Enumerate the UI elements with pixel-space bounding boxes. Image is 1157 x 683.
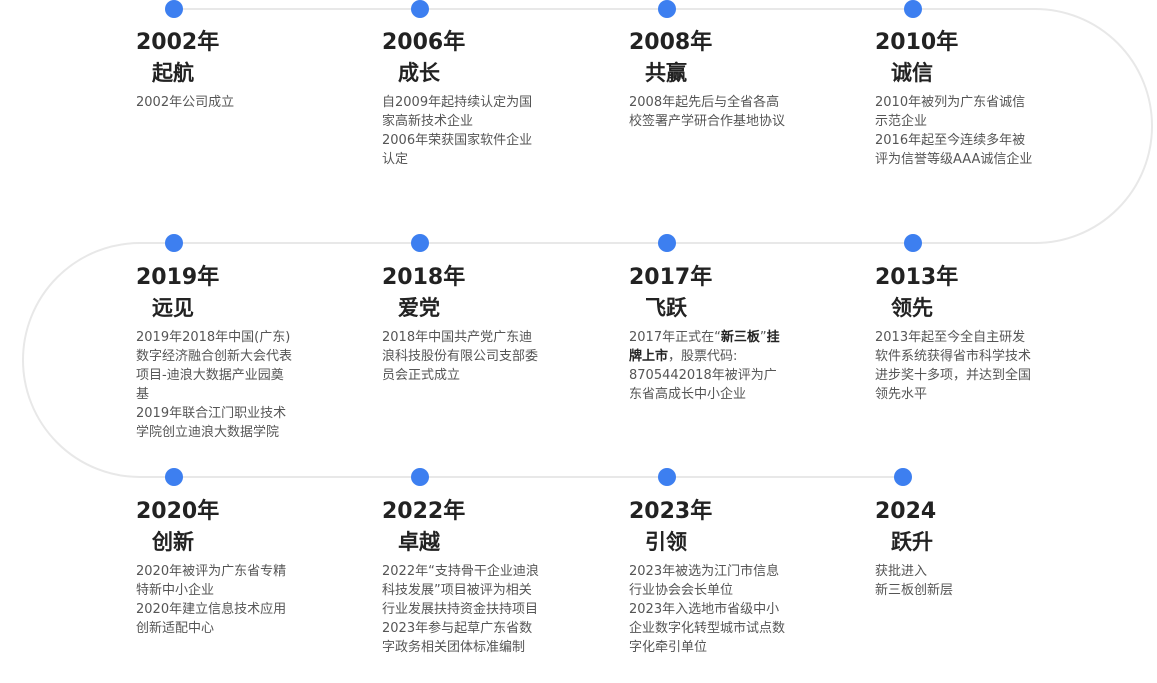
description-line: 2019年联合江门职业技术学院创立迪浪大数据学院 [136, 406, 287, 440]
milestone-year: 2017年 [629, 265, 713, 290]
milestone-title: 诚信 [891, 61, 933, 85]
milestone-title: 引领 [645, 530, 687, 554]
milestone-year: 2006年 [382, 30, 466, 55]
timeline-dot [658, 234, 676, 252]
milestone-description: 自2009年起持续认定为国家高新技术企业 2006年荣获国家软件企业认定 [382, 93, 542, 169]
description-line: 2023年被选为江门市信息行业协会会长单位 [629, 564, 780, 598]
timeline-dot [658, 0, 676, 18]
milestone-year: 2022年 [382, 499, 466, 524]
description-line: 2008年起先后与全省各高校签署产学研合作基地协议 [629, 95, 786, 129]
milestone-description: 2010年被列为广东省诚信示范企业 2016年起至今连续多年被评为信誉等级AAA… [875, 93, 1035, 169]
description-line: 2002年公司成立 [136, 95, 235, 110]
milestone-title: 卓越 [398, 530, 440, 554]
highlight-text: 新三板 [720, 330, 760, 345]
milestone-year: 2024 [875, 499, 937, 524]
timeline-dot [894, 468, 912, 486]
timeline-dot [165, 468, 183, 486]
description-line: 自2009年起持续认定为国家高新技术企业 [382, 95, 533, 129]
milestone-title: 爱党 [398, 296, 440, 320]
timeline-dot [904, 0, 922, 18]
description-line: 2019年2018年中国(广东)数字经济融合创新大会代表项目-迪浪大数据产业园奠… [136, 330, 293, 402]
description-line: 2017年正式在“新三板”挂牌上市，股票代码: 8705442018年被评为广东… [629, 330, 780, 402]
milestone-title: 成长 [398, 61, 440, 85]
timeline-dots [165, 0, 922, 486]
milestone-description: 2022年“支持骨干企业迪浪科技发展”项目被评为相关行业发展扶持资金扶持项目20… [382, 562, 542, 657]
milestone-description: 获批进入 新三板创新层 [875, 562, 1035, 600]
milestone-year: 2002年 [136, 30, 220, 55]
description-line: 2010年被列为广东省诚信示范企业 [875, 95, 1026, 129]
milestone-description: 2019年2018年中国(广东)数字经济融合创新大会代表项目-迪浪大数据产业园奠… [136, 328, 296, 442]
milestone-description: 2023年被选为江门市信息行业协会会长单位 2023年入选地市省级中小企业数字化… [629, 562, 789, 657]
timeline-dot [165, 234, 183, 252]
timeline-dot [411, 0, 429, 18]
milestone-year: 2013年 [875, 265, 959, 290]
milestone-description: 2008年起先后与全省各高校签署产学研合作基地协议 [629, 93, 789, 131]
milestone-title: 飞跃 [645, 296, 687, 320]
description-line: 2020年建立信息技术应用创新适配中心 [136, 602, 287, 636]
milestone-year: 2008年 [629, 30, 713, 55]
timeline-dot [165, 0, 183, 18]
milestone-title: 起航 [152, 61, 194, 85]
timeline-dot [658, 468, 676, 486]
description-line: 新三板创新层 [875, 583, 954, 598]
milestone-year: 2018年 [382, 265, 466, 290]
description-line: 获批进入 [875, 564, 928, 579]
description-line: 2022年“支持骨干企业迪浪科技发展”项目被评为相关行业发展扶持资金扶持项目20… [382, 564, 539, 655]
milestone-title: 创新 [152, 530, 194, 554]
description-line: 2023年入选地市省级中小企业数字化转型城市试点数字化牵引单位 [629, 602, 786, 655]
milestone-year: 2020年 [136, 499, 220, 524]
highlight-text: 挂牌上市 [629, 330, 780, 364]
description-line: 2006年荣获国家软件企业认定 [382, 133, 533, 167]
description-line: 2013年起至今全自主研发软件系统获得省市科学技术进步奖十多项，并达到全国领先水… [875, 330, 1032, 402]
milestone-title: 跃升 [891, 530, 933, 554]
milestone-description: 2002年公司成立 [136, 93, 296, 112]
milestone-description: 2013年起至今全自主研发软件系统获得省市科学技术进步奖十多项，并达到全国领先水… [875, 328, 1035, 404]
milestone-year: 2019年 [136, 265, 220, 290]
description-line: 2020年被评为广东省专精特新中小企业 [136, 564, 287, 598]
milestone-title: 远见 [152, 296, 194, 320]
milestone-description: 2018年中国共产党广东迪浪科技股份有限公司支部委员会正式成立 [382, 328, 542, 385]
description-line: 2016年起至今连续多年被评为信誉等级AAA诚信企业 [875, 133, 1033, 167]
timeline-dot [411, 468, 429, 486]
milestone-year: 2010年 [875, 30, 959, 55]
milestone-description: 2017年正式在“新三板”挂牌上市，股票代码: 8705442018年被评为广东… [629, 328, 789, 404]
timeline-line [22, 8, 1153, 478]
description-line: 2018年中国共产党广东迪浪科技股份有限公司支部委员会正式成立 [382, 330, 539, 383]
milestone-description: 2020年被评为广东省专精特新中小企业 2020年建立信息技术应用创新适配中心 [136, 562, 296, 638]
milestone-title: 领先 [891, 296, 933, 320]
timeline-dot [904, 234, 922, 252]
milestone-title: 共赢 [645, 61, 687, 85]
milestone-year: 2023年 [629, 499, 713, 524]
timeline-dot [411, 234, 429, 252]
